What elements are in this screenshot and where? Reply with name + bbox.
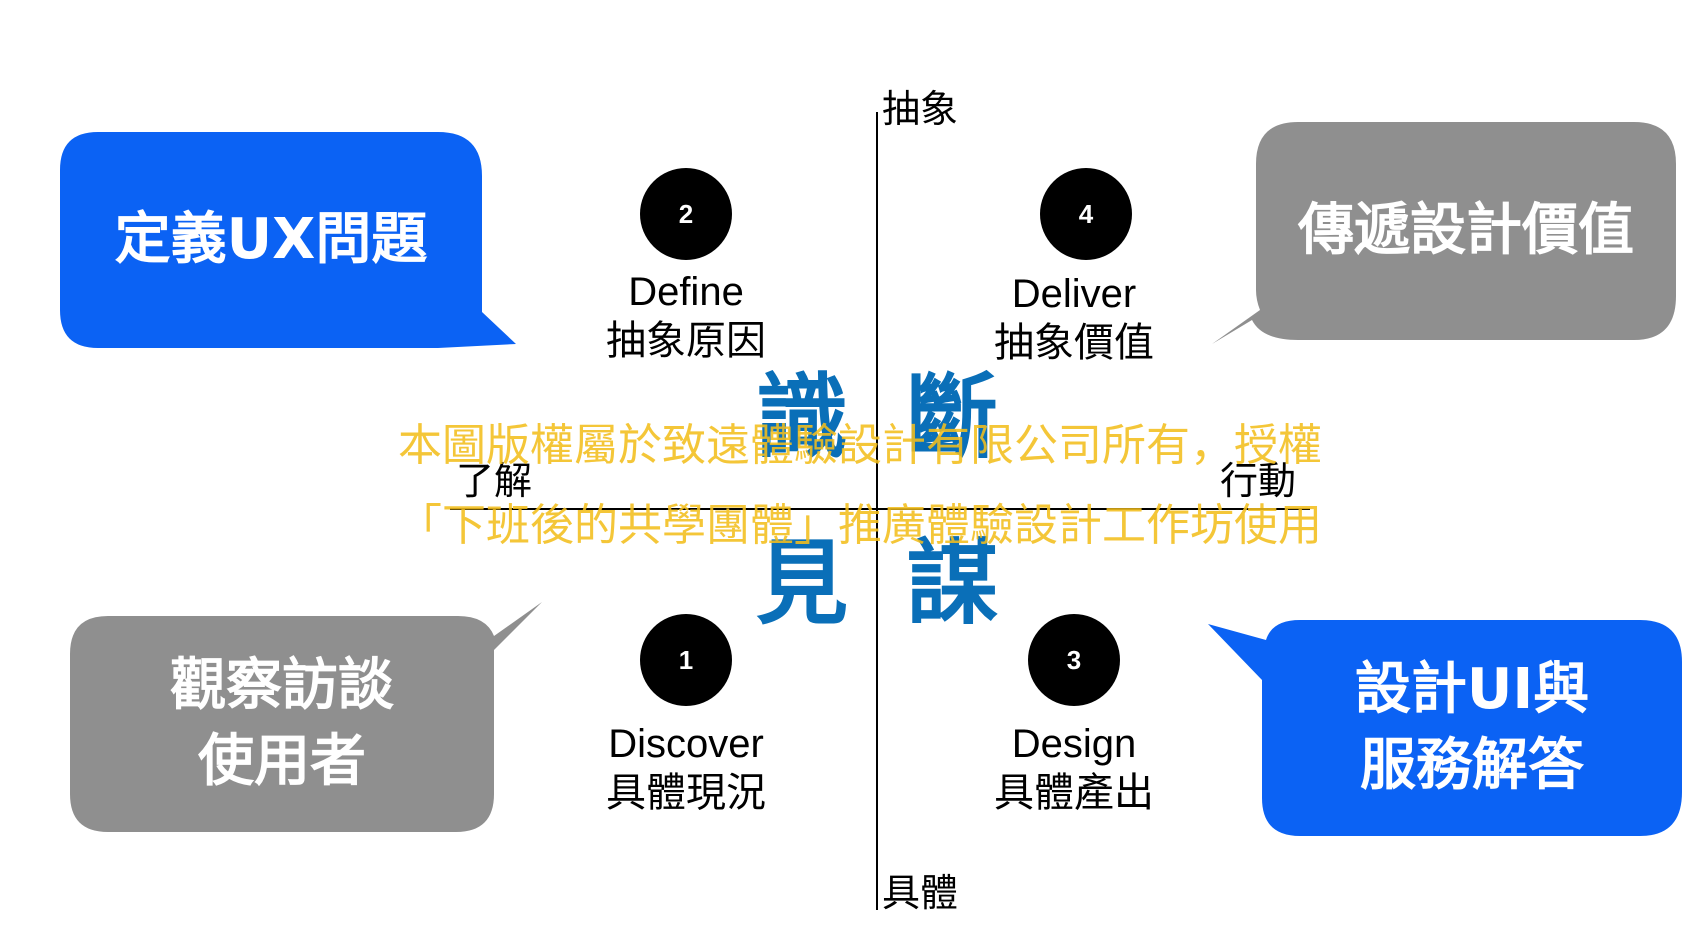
bubble-discover-text: 觀察訪談 使用者 (70, 616, 494, 832)
phase-define: Define 抽象原因 (556, 268, 816, 366)
vertical-axis (876, 112, 878, 910)
bubble-define-shape (60, 132, 516, 348)
step-number-3: 3 (1028, 614, 1120, 706)
phase-design-en: Design (1011, 722, 1137, 766)
bubble-discover-line-1: 觀察訪談 (170, 653, 394, 719)
copyright-watermark-line-2: 「下班後的共學團體」推廣體驗設計工作坊使用 (398, 500, 1322, 551)
bubble-discover-line-2: 使用者 (198, 729, 366, 794)
step-number-4: 4 (1040, 168, 1132, 260)
bubble-design-text: 設計UI與 服務解答 (1262, 620, 1682, 836)
bubble-deliver-shape (1212, 122, 1676, 344)
phase-discover-zh: 具體現況 (606, 769, 766, 816)
bubble-discover-shape (70, 602, 542, 832)
phase-discover: Discover 具體現況 (556, 720, 816, 818)
center-char-top-right: 斷 (906, 364, 999, 471)
phase-design-zh: 具體產出 (994, 769, 1154, 816)
axis-label-right: 行動 (1220, 459, 1297, 503)
bubble-define-text: 定義UX問題 (60, 132, 482, 348)
axis-label-top: 抽象 (882, 87, 959, 131)
phase-deliver-en: Deliver (1011, 272, 1137, 316)
phase-discover-en: Discover (608, 722, 764, 766)
axis-label-left: 了解 (456, 459, 533, 503)
phase-deliver-zh: 抽象價值 (994, 319, 1154, 366)
bubble-deliver-line: 傳遞設計價值 (1298, 198, 1634, 264)
copyright-watermark-line-1: 本圖版權屬於致遠體驗設計有限公司所有，授權 (398, 420, 1322, 471)
center-char-bottom-right: 謀 (906, 530, 999, 637)
bubble-design-line-1: 設計UI與 (1354, 657, 1590, 723)
center-char-top-left: 識 (756, 364, 849, 471)
bubble-define-line: 定義UX問題 (114, 207, 428, 273)
phase-design: Design 具體產出 (944, 720, 1204, 818)
step-number-2: 2 (640, 168, 732, 260)
phase-deliver: Deliver 抽象價值 (944, 270, 1204, 368)
bubble-design-shape (1208, 620, 1682, 836)
step-number-1: 1 (640, 614, 732, 706)
bubble-design-line-2: 服務解答 (1360, 733, 1584, 798)
horizontal-axis (450, 508, 1310, 510)
axis-label-bottom: 具體 (882, 871, 959, 915)
phase-define-en: Define (628, 270, 744, 314)
center-char-bottom-left: 見 (756, 530, 849, 637)
bubble-deliver-text: 傳遞設計價值 (1256, 122, 1676, 340)
phase-define-zh: 抽象原因 (606, 317, 766, 364)
